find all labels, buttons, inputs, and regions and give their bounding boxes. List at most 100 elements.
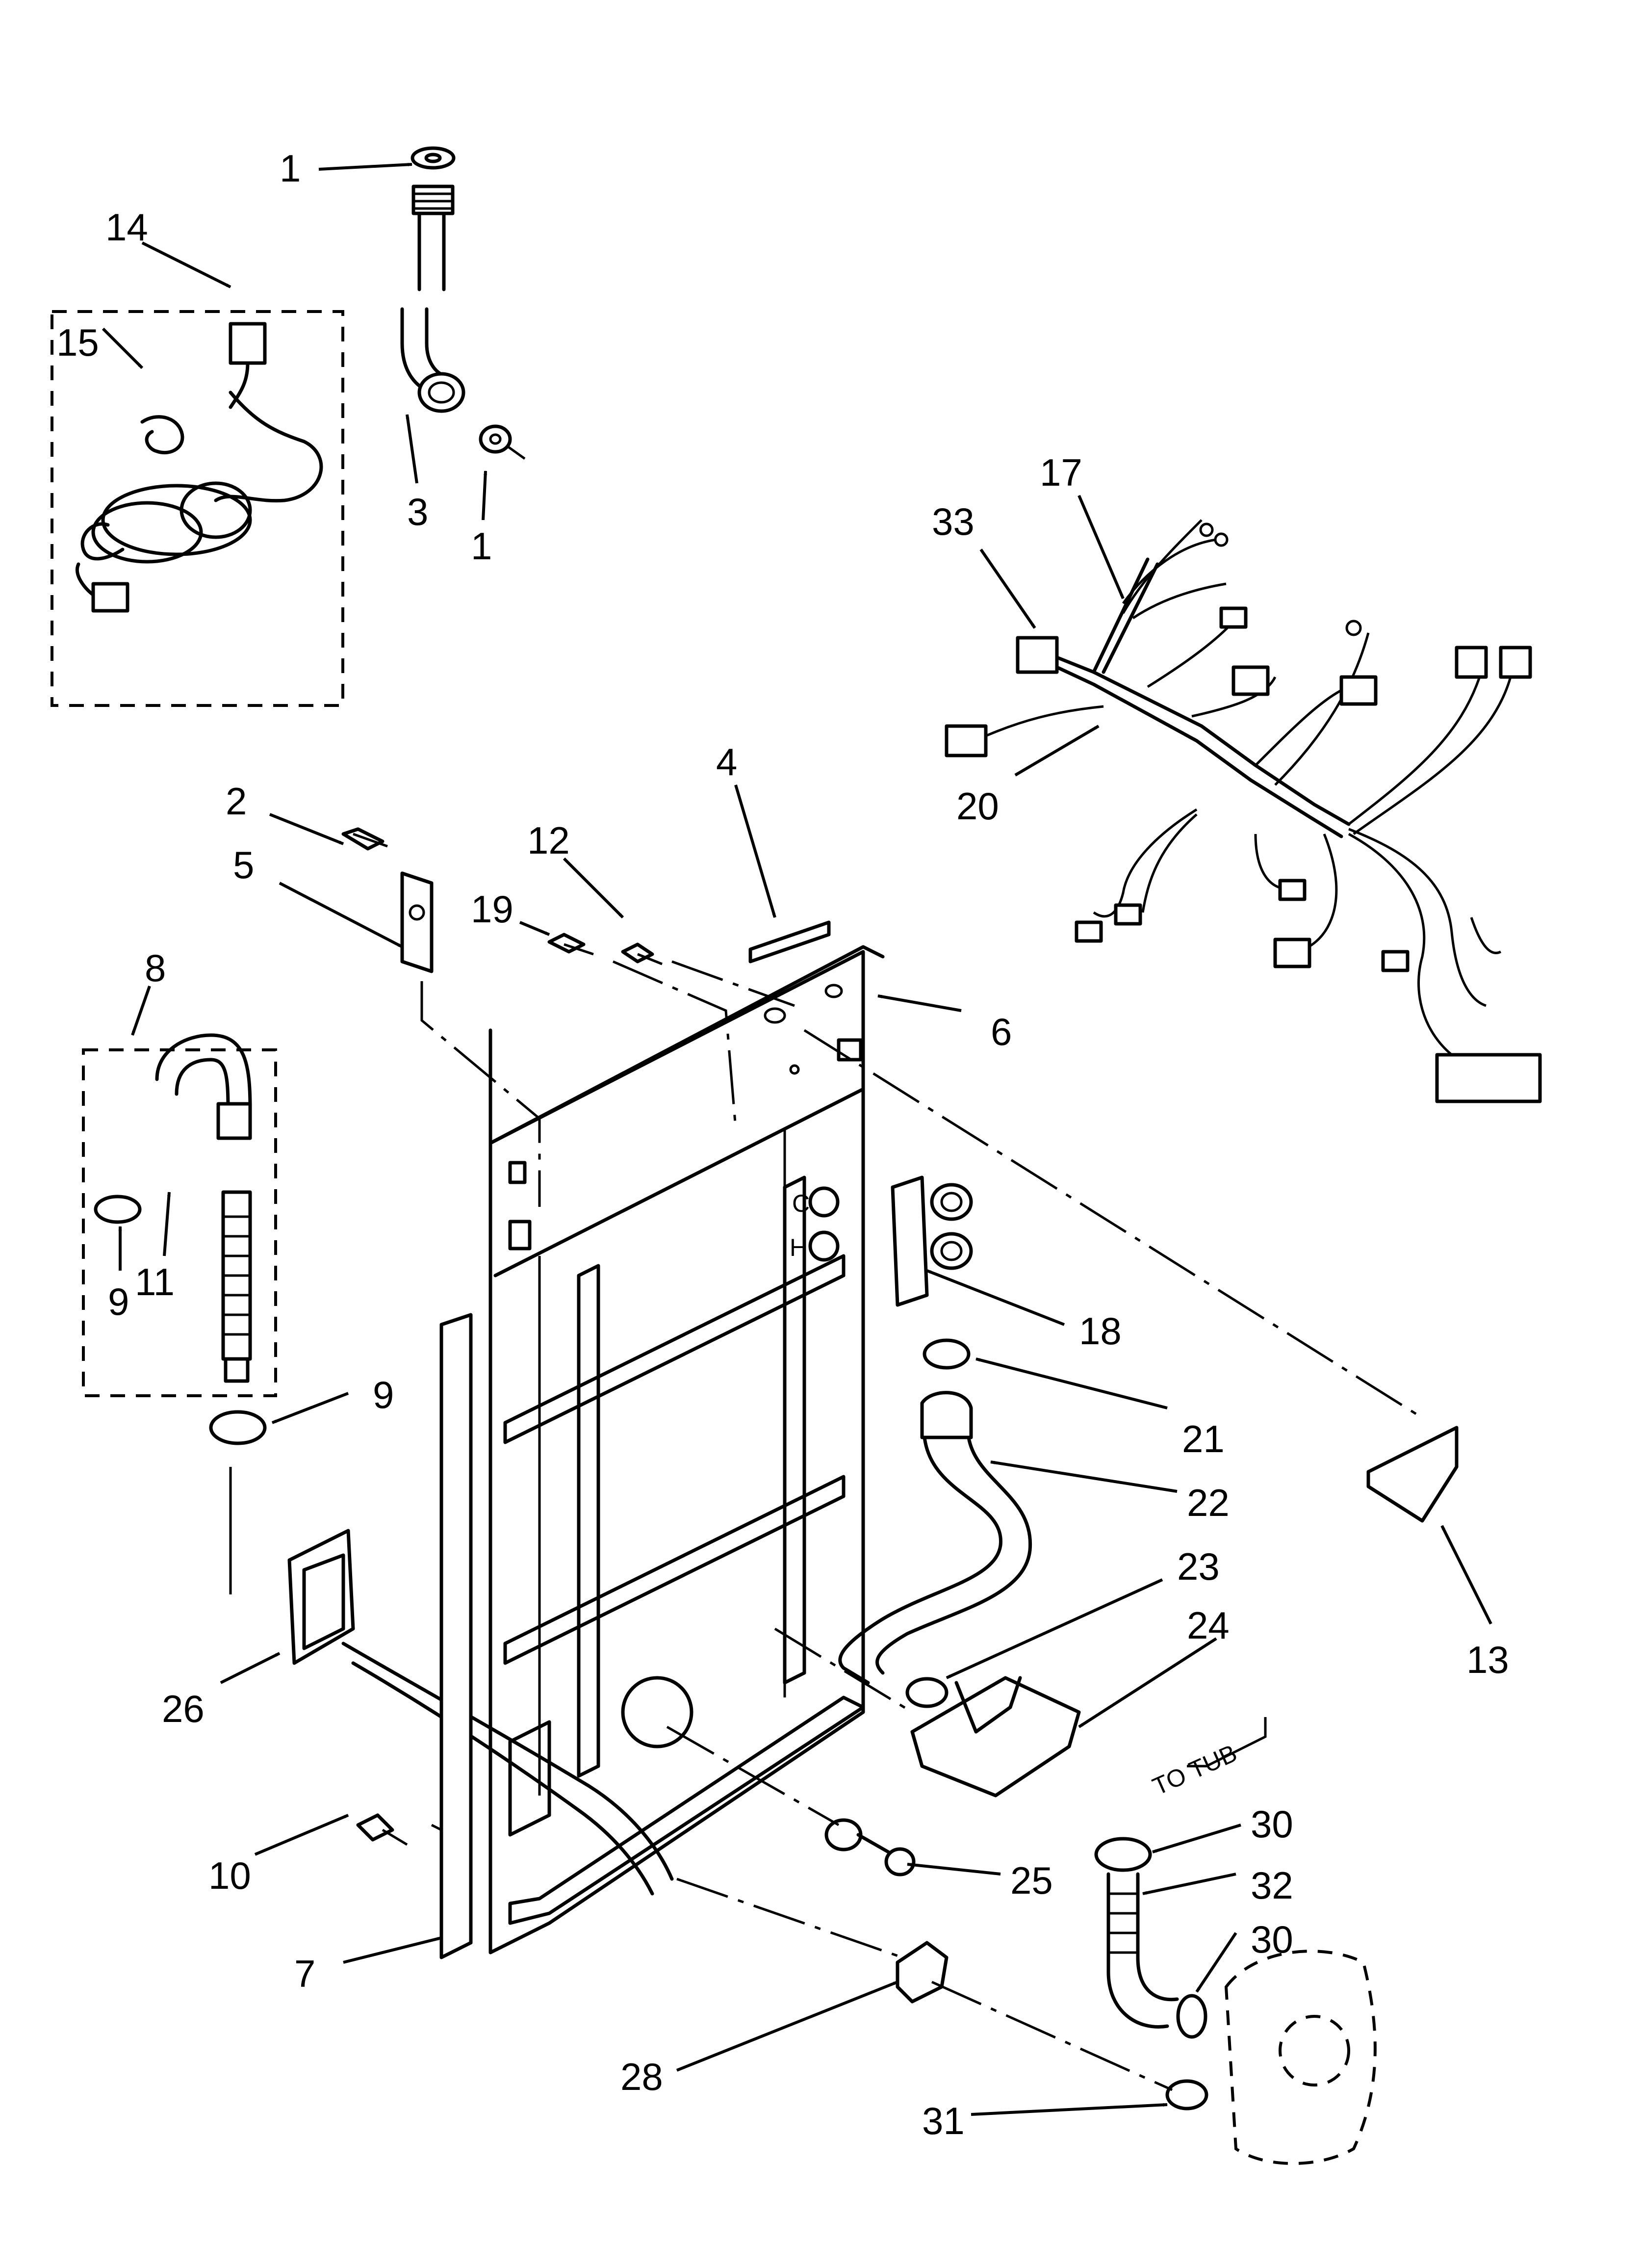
hose-hook	[155, 1033, 252, 1111]
rib-vertical-1	[577, 1264, 600, 1778]
rib-horizontal-1	[503, 1254, 846, 1444]
callout-labels: 1 14 15 3 1 17 33 20 4 2 12 5 19 6 8 11 …	[56, 147, 1509, 2142]
valve-hole-h	[808, 1230, 840, 1262]
cord-coil-3	[180, 481, 252, 539]
callout-32: 32	[1251, 1864, 1293, 1907]
callout-12: 12	[527, 819, 570, 862]
harness-connector-left	[945, 724, 988, 757]
washer-bottom	[479, 424, 512, 454]
callout-7: 7	[294, 1952, 315, 1995]
harness-trunk-a	[1055, 655, 1351, 826]
callout-21: 21	[1182, 1417, 1225, 1460]
panel-body	[488, 950, 865, 1955]
terminal-3	[1339, 675, 1378, 706]
washer-top-hole	[424, 153, 442, 163]
hose-32	[1106, 1872, 1179, 2029]
callout-19: 19	[471, 887, 513, 931]
pump-hose-assembly	[1094, 1837, 1377, 2165]
valve-label-h: H	[790, 1234, 807, 1261]
cord-coil-2	[91, 501, 203, 564]
clamp-21	[923, 1338, 971, 1370]
harness-trunk-b	[1055, 665, 1343, 838]
callout-23: 23	[1177, 1545, 1220, 1588]
cord-connector	[91, 582, 129, 613]
callout-10: 10	[208, 1854, 251, 1897]
strain-relief-15	[140, 415, 184, 455]
plug-a	[1455, 646, 1488, 679]
callout-5: 5	[233, 843, 254, 886]
hose-22	[838, 1338, 1032, 1708]
callout-9-inner: 9	[108, 1280, 129, 1323]
drain-hose-corrugated	[341, 1642, 674, 1881]
callout-9-outer: 9	[373, 1373, 394, 1416]
cord-plug	[229, 322, 267, 365]
bracket-5	[400, 871, 434, 973]
callout-6: 6	[991, 1010, 1012, 1053]
clamp-31	[1165, 2079, 1208, 2111]
callout-8: 8	[145, 946, 166, 990]
rib-vertical-2	[783, 1175, 806, 1685]
harness-connector-33	[1016, 636, 1059, 674]
terminal-2	[1232, 665, 1270, 696]
callout-1-bottom: 1	[471, 524, 492, 568]
screws-12-19	[547, 933, 663, 965]
wiring-harness	[945, 519, 1542, 1103]
callout-24: 24	[1187, 1604, 1230, 1647]
clamp-30-bottom	[1176, 1994, 1207, 2039]
callout-30-top: 30	[1251, 1802, 1293, 1846]
clamp-28	[896, 1941, 949, 2004]
panel-foot	[508, 1695, 865, 1925]
kit-box-8	[82, 1048, 277, 1397]
harness-end-block	[1435, 1053, 1542, 1103]
callout-3: 3	[407, 490, 428, 533]
side-rail-7	[439, 1313, 473, 1959]
callout-13: 13	[1466, 1638, 1509, 1681]
callout-11: 11	[135, 1260, 175, 1303]
clamp-9	[209, 1410, 267, 1445]
callout-30-bottom: 30	[1251, 1918, 1293, 1961]
callout-26: 26	[162, 1687, 205, 1730]
connection-lines	[420, 960, 1423, 2091]
rib-horizontal-2	[503, 1475, 846, 1665]
callout-20: 20	[956, 784, 999, 828]
callout-25: 25	[1010, 1859, 1053, 1902]
cord-coil-1	[101, 484, 252, 556]
callout-31: 31	[922, 2099, 965, 2142]
callout-18: 18	[1079, 1309, 1122, 1353]
callout-14: 14	[105, 206, 148, 249]
callout-2: 2	[226, 780, 247, 823]
bracket-13	[1366, 1426, 1459, 1523]
screw-2-bracket-5	[341, 827, 434, 973]
hose-upper	[417, 211, 446, 291]
terminal-4	[1273, 938, 1311, 968]
callout-1-top: 1	[280, 147, 301, 190]
terminal-1	[1219, 606, 1248, 629]
pump-outline	[1224, 1950, 1377, 2165]
fill-hose-assembly	[400, 146, 526, 460]
leader-lines	[102, 162, 1492, 2116]
kit-box-14	[51, 310, 344, 707]
clamp-23	[905, 1677, 949, 1708]
callout-17: 17	[1040, 451, 1082, 494]
plug-b	[1499, 646, 1532, 679]
rear-panel: C H	[488, 945, 885, 1955]
callout-33: 33	[932, 500, 975, 543]
callout-28: 28	[620, 2055, 663, 2098]
valve-label-c: C	[792, 1190, 810, 1217]
clamp-9-small	[94, 1195, 142, 1224]
water-valve-18	[891, 1175, 973, 1307]
power-cord-assembly	[51, 310, 344, 707]
harness-branch-17	[1092, 557, 1159, 674]
to-tub-label: TO TUB	[1149, 1739, 1241, 1800]
clamp-30-top	[1094, 1837, 1152, 1872]
drain-channel-26	[287, 1313, 674, 1959]
top-bracket-4	[748, 920, 831, 964]
hose-coupling-bottom	[417, 372, 465, 413]
cord-tail	[80, 522, 125, 561]
callout-22: 22	[1187, 1481, 1230, 1524]
plug-25	[621, 1676, 916, 1877]
callout-15: 15	[56, 321, 99, 364]
drain-hose-kit	[82, 1033, 277, 1397]
callout-4: 4	[716, 740, 737, 783]
